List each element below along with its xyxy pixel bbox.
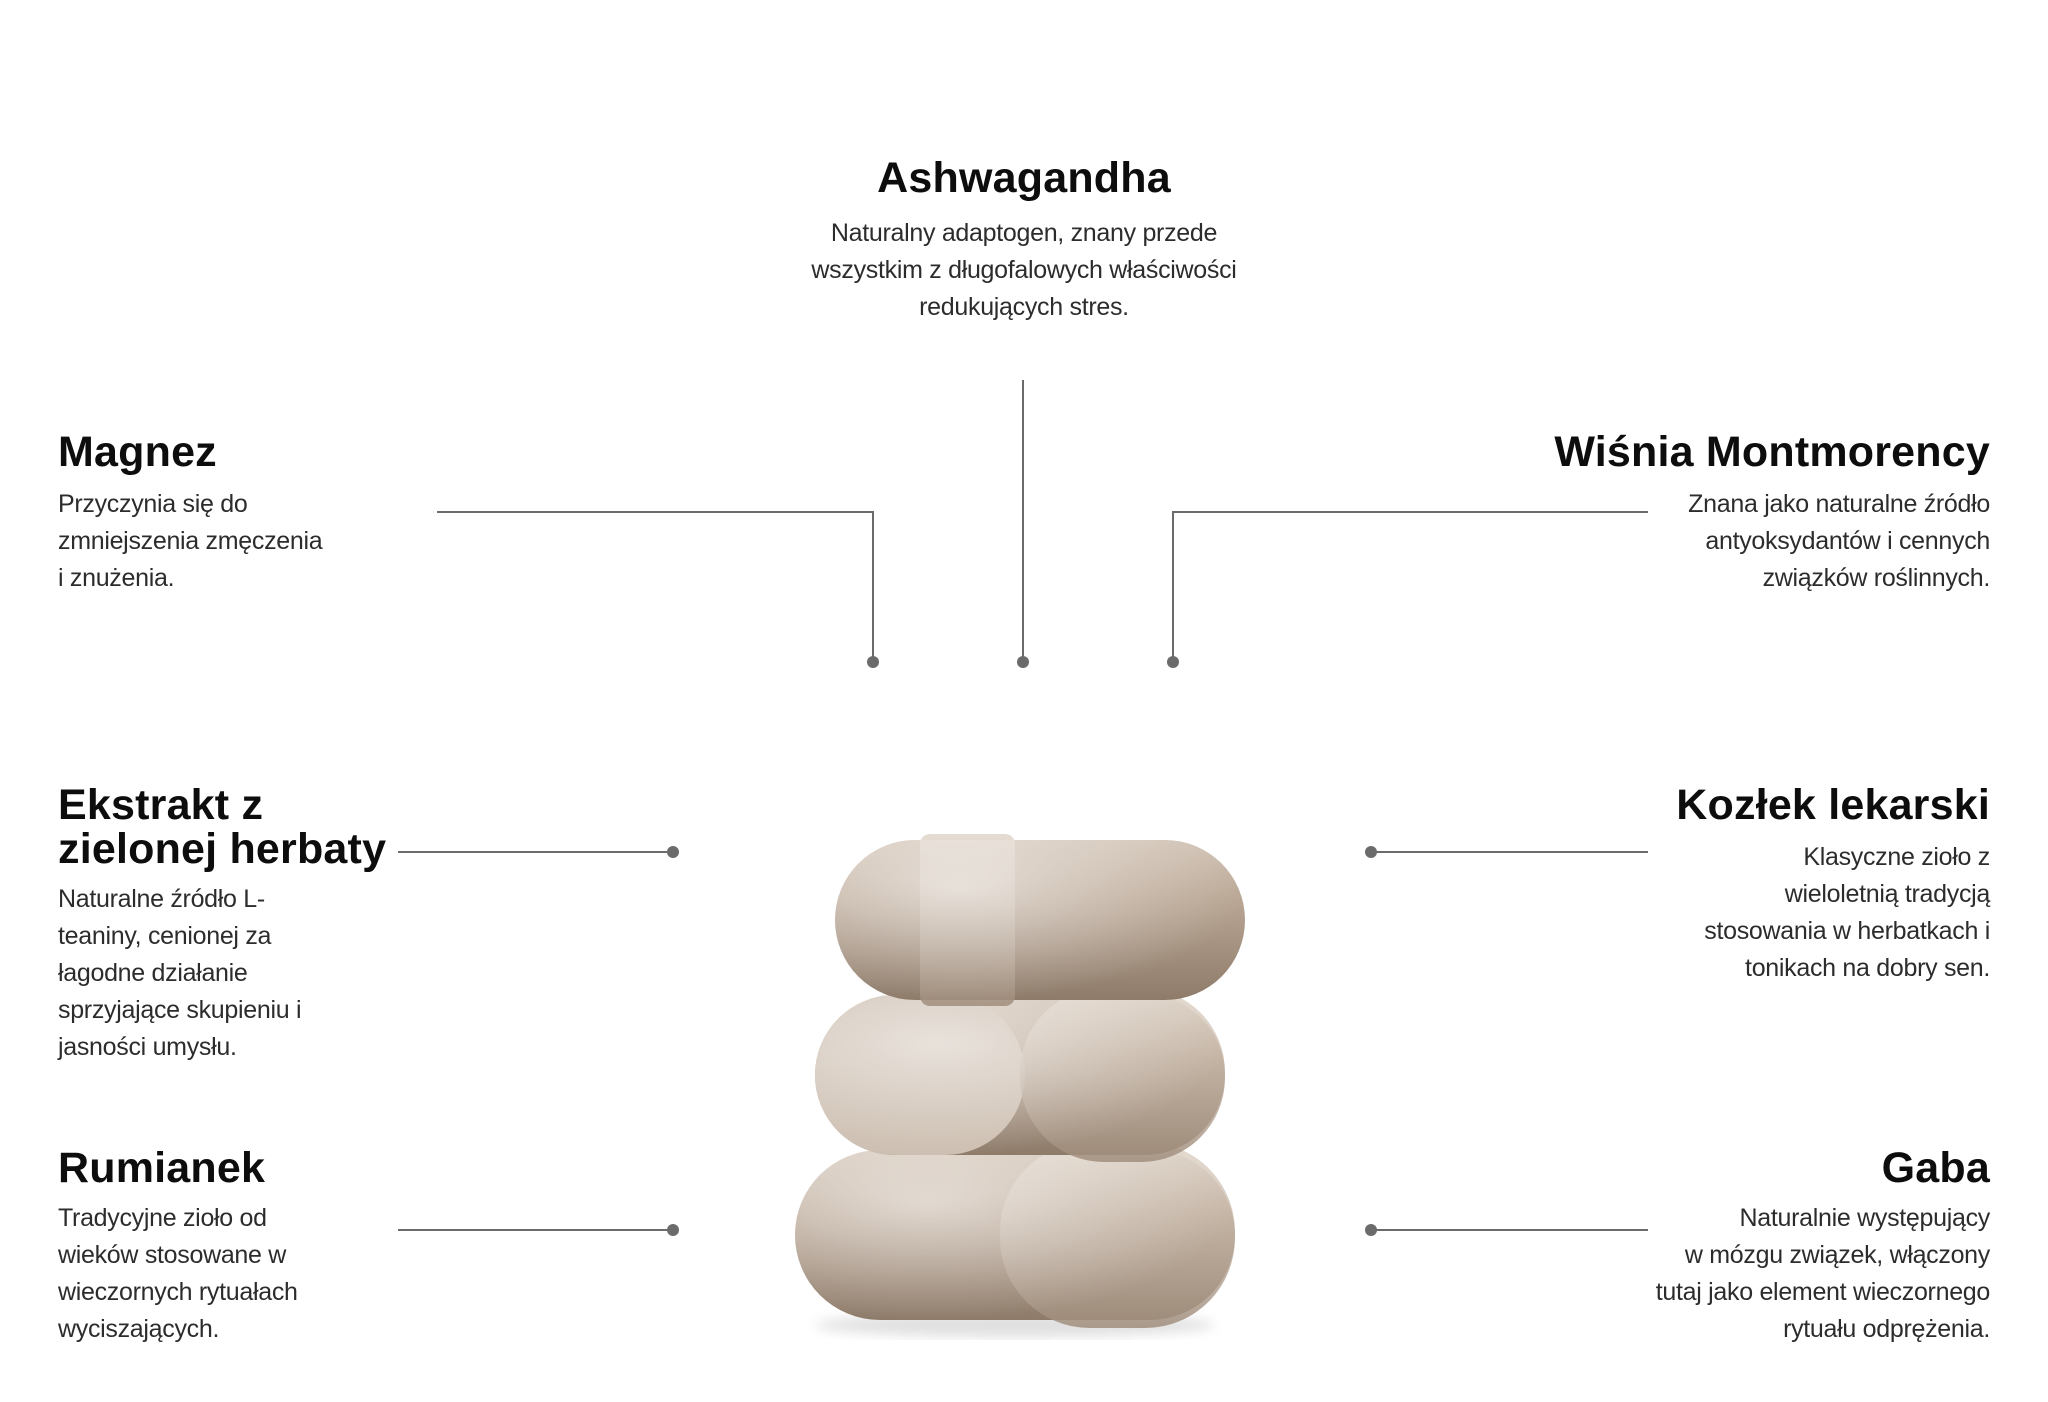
ingredient-ashwagandha: Ashwagandha Naturalny adaptogen, znany p…: [724, 156, 1324, 326]
ingredient-desc-line: redukujących stres.: [919, 293, 1129, 321]
ingredient-desc-line: antyoksydantów i cennych: [1705, 527, 1990, 555]
ingredient-desc-line: wyciszających.: [58, 1315, 220, 1343]
connector-dot: [1167, 656, 1179, 668]
ingredient-desc-line: jasności umysłu.: [58, 1033, 237, 1061]
ingredient-gaba: Gaba Naturalnie występujący w mózgu zwią…: [1490, 1144, 1991, 1348]
connector-dot: [1017, 656, 1029, 668]
ingredient-desc-line: teaniny, cenionej za: [58, 922, 272, 950]
ingredient-desc-line: tonikach na dobry sen.: [1745, 954, 1990, 982]
ingredient-title-line: zielonej herbaty: [58, 825, 387, 873]
ingredient-desc-line: sprzyjające skupieniu i: [58, 996, 302, 1024]
ingredient-desc-line: wszystkim z długofalowych właściwości: [811, 256, 1237, 284]
ingredient-desc-line: Klasyczne zioło z: [1803, 843, 1990, 871]
connector-dot: [1365, 846, 1377, 858]
ingredient-desc-line: łagodne działanie: [58, 959, 248, 987]
ingredient-ekstrakt: Ekstrakt z zielonej herbaty Naturalne źr…: [58, 783, 418, 1066]
ingredient-desc-line: Naturalnie występujący: [1739, 1204, 1991, 1232]
ingredient-title: Gaba: [1881, 1144, 1990, 1192]
connector-dot: [667, 846, 679, 858]
ingredient-kozlek: Kozłek lekarski Klasyczne zioło z wielol…: [1490, 783, 1990, 987]
ingredient-desc-line: Znana jako naturalne źródło: [1688, 490, 1990, 518]
ingredient-desc-line: wieków stosowane w: [58, 1241, 287, 1269]
ingredient-desc-line: tutaj jako element wieczornego: [1655, 1278, 1991, 1306]
ingredient-title: Ashwagandha: [877, 154, 1171, 202]
capsule-bottom: [795, 1142, 1235, 1328]
capsule-top: [835, 834, 1245, 1006]
ingredient-rumianek: Rumianek Tradycyjne zioło od wieków stos…: [58, 1146, 418, 1348]
ingredient-desc-line: Naturalny adaptogen, znany przede: [830, 219, 1218, 247]
ingredient-desc-line: Tradycyjne zioło od: [58, 1204, 267, 1232]
ingredient-desc-line: Przyczynia się do: [58, 490, 248, 518]
ingredient-desc-line: stosowania w herbatkach i: [1704, 917, 1990, 945]
ingredient-title: Kozłek lekarski: [1676, 781, 1990, 829]
ingredient-desc-line: rytuału odprężenia.: [1783, 1315, 1990, 1343]
ingredient-desc-line: i znużenia.: [58, 564, 175, 592]
connector-magnez: [437, 511, 874, 662]
ingredient-title: Wiśnia Montmorency: [1554, 428, 1990, 476]
ingredient-desc-line: Naturalne źródło L-: [58, 885, 265, 913]
ingredient-desc-line: zmniejszenia zmęczenia: [58, 527, 323, 555]
ingredient-wisnia: Wiśnia Montmorency Znana jako naturalne …: [1390, 430, 1990, 597]
ingredient-desc-line: wieczornych rytuałach: [58, 1278, 298, 1306]
connector-dot: [667, 1224, 679, 1236]
ingredient-magnez: Magnez Przyczynia się do zmniejszenia zm…: [58, 430, 438, 597]
capsule-middle: [815, 988, 1225, 1162]
ingredient-title: Rumianek: [58, 1144, 266, 1192]
ingredient-desc-line: związków roślinnych.: [1762, 564, 1991, 592]
ingredient-desc-line: w mózgu związek, włączony: [1684, 1241, 1990, 1269]
ingredient-title: Magnez: [58, 428, 217, 476]
connector-dot: [867, 656, 879, 668]
capsules-image: [795, 834, 1245, 1337]
connector-dot: [1365, 1224, 1377, 1236]
ingredient-title-line: Ekstrakt z: [58, 781, 264, 829]
connector-wisnia: [1172, 511, 1648, 662]
ingredient-desc-line: wieloletnią tradycją: [1784, 880, 1991, 908]
